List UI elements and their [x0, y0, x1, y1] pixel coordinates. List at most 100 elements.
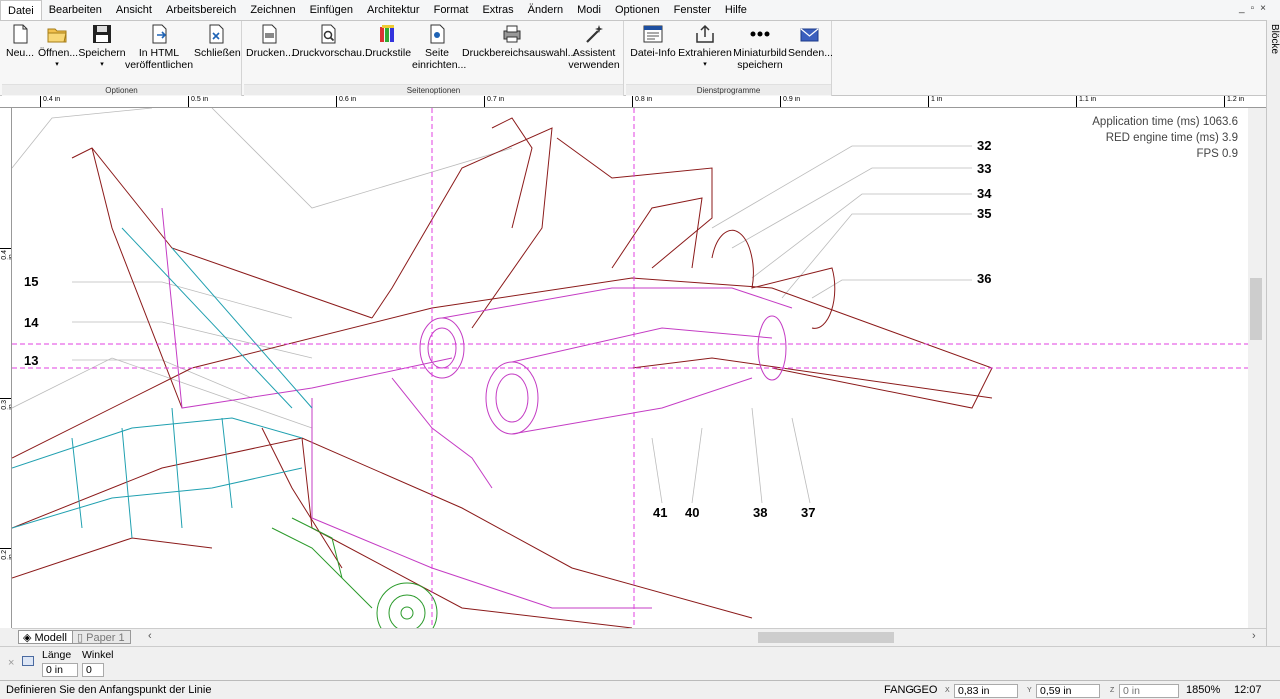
blocks-side-panel[interactable]: Blöcke	[1266, 20, 1280, 680]
close-file-button[interactable]: Schließen	[194, 23, 241, 59]
z-coord-label: Z	[1110, 687, 1115, 694]
menu-format[interactable]: Format	[433, 4, 469, 16]
callout-label: 32	[977, 138, 992, 153]
scroll-left-arrow-icon[interactable]: ‹	[148, 630, 152, 642]
callout-label: 34	[977, 186, 992, 201]
ruler-tick: 1.1 in	[1076, 96, 1096, 107]
ribbon: Neu... Öffnen... ▾ Speichern ▾ In HTML v…	[0, 20, 1266, 96]
print-button[interactable]: Drucken...	[246, 23, 294, 59]
y-coord-label: Y	[1027, 687, 1032, 694]
ruler-tick: 1.2 in	[1224, 96, 1244, 107]
fps-stat: FPS 0.9	[1196, 148, 1238, 160]
close-button[interactable]: ×	[1260, 3, 1266, 14]
extract-button[interactable]: Extrahieren ▾	[678, 23, 732, 71]
callout-label: 41	[653, 505, 668, 520]
angle-label: Winkel	[82, 649, 114, 661]
new-button[interactable]: Neu...	[6, 23, 34, 59]
horizontal-scrollbar-thumb[interactable]	[758, 632, 894, 643]
engine-time-stat: RED engine time (ms) 3.9	[1105, 132, 1238, 144]
menu-arbeitsbereich[interactable]: Arbeitsbereich	[165, 4, 237, 16]
callout-label: 40	[685, 505, 700, 520]
publish-html-button[interactable]: In HTML veröffentlichen	[124, 23, 194, 71]
callout-label: 38	[753, 505, 768, 520]
length-input[interactable]	[42, 663, 78, 677]
fuselage-outline	[12, 117, 993, 628]
callout-label: 13	[24, 353, 39, 368]
scroll-right-arrow-icon[interactable]: ›	[1252, 630, 1256, 642]
menu-datei[interactable]: Datei	[0, 0, 42, 20]
geo-toggle[interactable]: GEO	[913, 684, 938, 696]
x-coord-label: X	[945, 687, 950, 694]
save-button[interactable]: Speichern ▾	[78, 23, 126, 71]
tab-model[interactable]: ◈ Modell	[18, 630, 73, 644]
ruler-tick: 1 in	[928, 96, 942, 107]
page-setup-icon	[430, 24, 445, 44]
wizard-button[interactable]: Assistent verwenden	[566, 23, 622, 71]
group-title-dienstprogramme: Dienstprogramme	[626, 84, 831, 95]
ruler-tick-vertical: 0.2 in	[0, 548, 12, 560]
ruler-left: 0.4 in 0.3 in 0.2 in	[0, 108, 12, 628]
print-styles-button[interactable]: Druckstile	[364, 23, 412, 59]
minimize-button[interactable]: _	[1239, 3, 1245, 14]
open-button[interactable]: Öffnen... ▾	[38, 23, 78, 71]
layout-tabs-bar: ◈ Modell ▯ Paper 1 ‹ ›	[12, 628, 1266, 645]
snap-toggle[interactable]: FANG	[884, 684, 914, 696]
menu-bearbeiten[interactable]: Bearbeiten	[48, 4, 102, 16]
extract-icon	[696, 24, 714, 43]
calculator-icon[interactable]	[22, 656, 34, 666]
tab-paper-1[interactable]: ▯ Paper 1	[72, 630, 131, 644]
save-thumbnail-button[interactable]: Miniaturbild speichern	[732, 23, 788, 71]
ruler-top: 0.4 in 0.5 in 0.6 in 0.7 in 0.8 in 0.9 i…	[0, 96, 1266, 108]
ruler-tick: 0.4 in	[40, 96, 60, 107]
z-coordinate-field[interactable]	[1119, 684, 1179, 698]
ruler-tick: 0.9 in	[780, 96, 800, 107]
window-controls: _ ▫ ×	[1239, 3, 1266, 14]
guide-lines	[12, 108, 1248, 628]
file-info-button[interactable]: Datei-Info	[628, 23, 678, 59]
angle-input[interactable]	[82, 663, 104, 677]
callout-label: 36	[977, 271, 992, 286]
callout-label: 35	[977, 206, 992, 221]
menu-architektur[interactable]: Architektur	[367, 4, 420, 16]
menu-modi[interactable]: Modi	[577, 4, 601, 16]
zoom-level: 1850%	[1186, 684, 1221, 696]
ruler-tick: 0.8 in	[632, 96, 652, 107]
more-dots-icon	[750, 31, 770, 37]
dropdown-arrow-icon: ▾	[100, 61, 104, 68]
leader-lines	[12, 108, 972, 504]
menu-hilfe[interactable]: Hilfe	[724, 4, 747, 16]
print-area-icon	[503, 25, 521, 43]
folder-icon	[47, 28, 67, 43]
length-label: Länge	[42, 649, 72, 661]
print-preview-button[interactable]: Druckvorschau...	[292, 23, 371, 59]
vertical-scrollbar-thumb[interactable]	[1250, 278, 1262, 340]
print-styles-icon	[380, 25, 394, 42]
x-coordinate-field[interactable]	[954, 684, 1018, 698]
menu-einfuegen[interactable]: Einfügen	[309, 4, 354, 16]
menu-optionen[interactable]: Optionen	[614, 4, 660, 16]
y-coordinate-field[interactable]	[1036, 684, 1100, 698]
menu-fenster[interactable]: Fenster	[673, 4, 711, 16]
menu-zeichnen[interactable]: Zeichnen	[250, 4, 296, 16]
render-stats: Application time (ms) 1063.6 RED engine …	[1092, 114, 1238, 162]
dropdown-arrow-icon: ▾	[55, 61, 59, 68]
print-area-button[interactable]: Druckbereichsauswahl...	[462, 23, 576, 59]
menu-extras[interactable]: Extras	[482, 4, 514, 16]
command-prompt: Definieren Sie den Anfangspunkt der Lini…	[6, 684, 212, 696]
restore-button[interactable]: ▫	[1250, 3, 1255, 14]
ruler-tick: 0.5 in	[188, 96, 208, 107]
blocks-panel-label: Blöcke	[1269, 24, 1280, 55]
ruler-tick: 0.6 in	[336, 96, 356, 107]
send-button[interactable]: Senden...	[788, 23, 833, 59]
menu-aendern[interactable]: Ändern	[527, 4, 564, 16]
callout-label: 33	[977, 161, 992, 176]
vertical-scrollbar[interactable]	[1248, 108, 1266, 628]
drawing-canvas[interactable]: 32 33 34 35 36 15 14 13 41 40 38 37 Appl…	[12, 108, 1248, 628]
page-setup-button[interactable]: Seite einrichten...	[412, 23, 466, 71]
close-command-icon[interactable]: ×	[8, 657, 15, 669]
ruler-tick-vertical: 0.4 in	[0, 248, 12, 260]
magic-wand-icon	[586, 25, 603, 43]
model-tab-icon: ◈	[23, 632, 35, 644]
app-time-stat: Application time (ms) 1063.6	[1092, 116, 1238, 128]
menu-ansicht[interactable]: Ansicht	[115, 4, 152, 16]
